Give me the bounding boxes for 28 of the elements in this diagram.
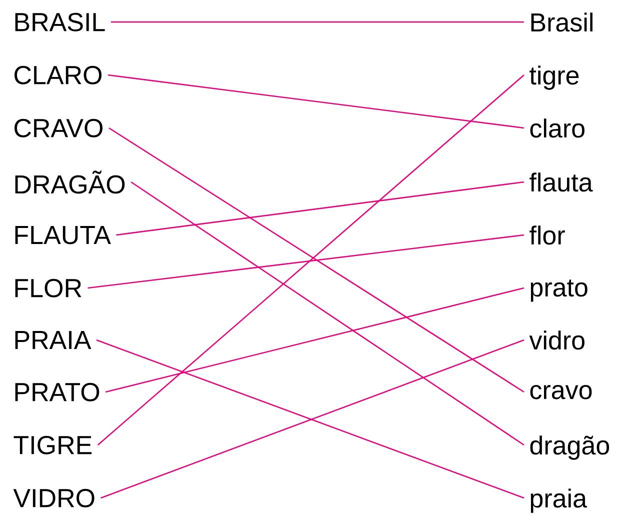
- matching-line: [108, 127, 524, 393]
- word: vidro: [529, 330, 584, 350]
- matching-line: [116, 181, 524, 236]
- word: PRAIA: [15, 331, 92, 349]
- word: PRATO: [15, 382, 100, 402]
- matching-line: [105, 287, 524, 393]
- word: CLARO: [14, 66, 102, 84]
- word: flauta: [530, 172, 593, 192]
- word: cravo: [530, 385, 592, 400]
- matching-line: [88, 234, 524, 289]
- word: VIDRO: [13, 488, 94, 508]
- word: praia: [530, 488, 587, 513]
- word: claro: [530, 118, 584, 138]
- word: BRASIL: [15, 12, 105, 32]
- matching-line: [130, 181, 524, 446]
- word: FLAUTA: [15, 226, 111, 244]
- word: flor: [530, 226, 565, 245]
- word: dragão: [530, 436, 610, 460]
- word: DRAGÃO: [15, 170, 125, 194]
- matching-line: [110, 21, 524, 23]
- matching-line: [108, 74, 524, 129]
- word: prato: [530, 280, 588, 302]
- matching-line: [97, 74, 524, 446]
- word: CRAVO: [14, 118, 102, 138]
- word: Brasil: [531, 12, 592, 32]
- word: TIGRE: [14, 436, 92, 454]
- word: tigre: [530, 66, 579, 90]
- word: FLOR: [15, 278, 82, 298]
